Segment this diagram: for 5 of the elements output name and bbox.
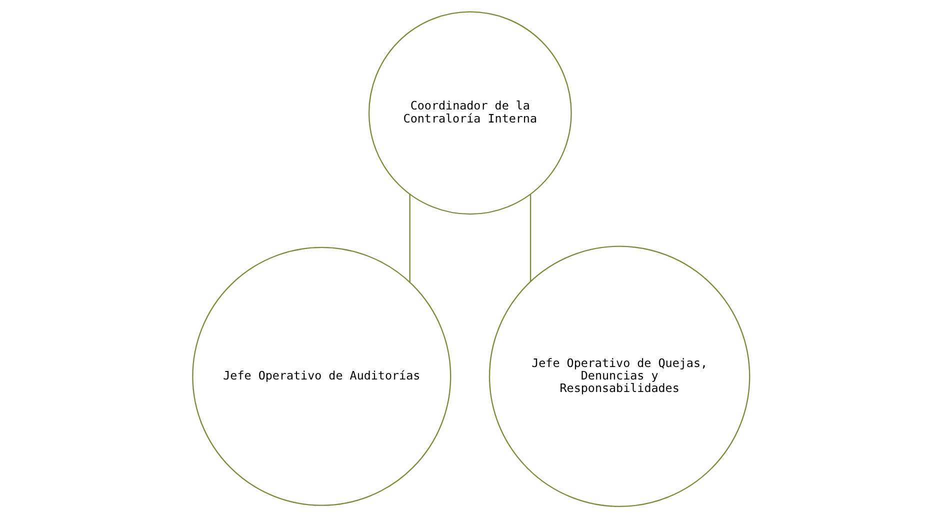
node-circle: Coordinador de la Contraloría Interna [368, 11, 572, 215]
node-circle: Jefe Operativo de Auditorías [192, 246, 452, 506]
node-circle: Jefe Operativo de Quejas, Denuncias y Responsabilidades [488, 246, 750, 508]
connector [530, 194, 532, 282]
connector [409, 194, 410, 282]
